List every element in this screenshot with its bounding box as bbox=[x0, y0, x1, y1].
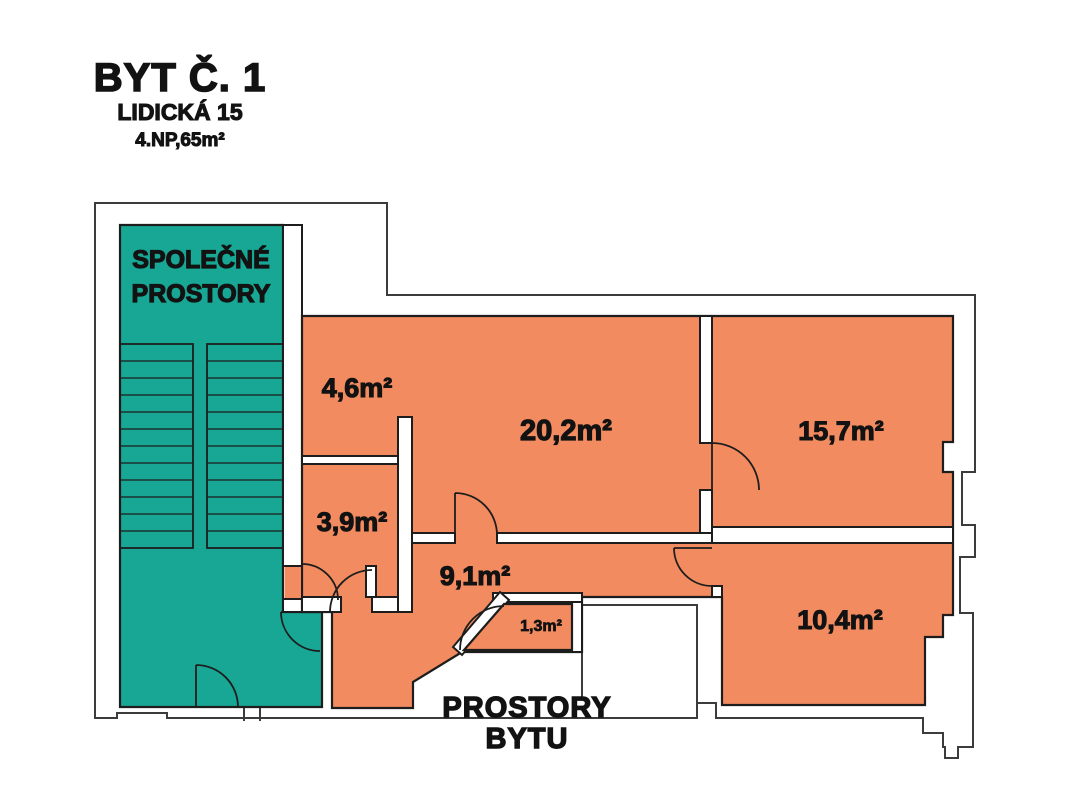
wall-13-top bbox=[492, 592, 583, 603]
wall-202-hall-right bbox=[496, 532, 713, 544]
room-label-202: 20,2m² bbox=[520, 415, 612, 447]
wall-157-104 bbox=[711, 526, 954, 544]
apartment-caption-line2: BYTU bbox=[486, 723, 569, 755]
building-outline-court bbox=[581, 604, 698, 703]
stair-treads bbox=[120, 360, 283, 532]
room-label-46: 4,6m² bbox=[322, 373, 393, 403]
entrance-opening-caps bbox=[283, 565, 302, 600]
wall-46-202 bbox=[397, 416, 413, 613]
wall-46-39 bbox=[301, 455, 399, 465]
room-label-157: 15,7m² bbox=[798, 416, 884, 446]
building-outline-stubs bbox=[243, 707, 261, 721]
door-common-vestibule bbox=[280, 611, 321, 652]
wall-13-right bbox=[571, 596, 583, 653]
door-202-157 bbox=[711, 442, 760, 491]
room-label-91: 9,1m² bbox=[440, 561, 511, 591]
door-hall-104 bbox=[673, 547, 713, 587]
wall-39-hall-left bbox=[301, 596, 342, 613]
room-label-13: 1,3m² bbox=[520, 618, 562, 635]
title-floor-area: 4.NP,65m² bbox=[135, 130, 224, 151]
apartment-caption-line1: PROSTORY bbox=[442, 692, 611, 724]
room-13-shape bbox=[461, 602, 574, 652]
building-outline-main bbox=[94, 202, 976, 759]
wall-202-157-lower bbox=[699, 489, 713, 534]
title-building: BYT Č. 1 bbox=[94, 54, 266, 100]
common-label-line2: PROSTORY bbox=[132, 280, 271, 308]
entrance-opening bbox=[284, 566, 301, 599]
room-label-104: 10,4m² bbox=[797, 605, 883, 635]
common-label-line1: SPOLEČNÉ bbox=[132, 244, 270, 274]
door-entrance bbox=[301, 563, 339, 601]
door-hall-13 bbox=[459, 605, 505, 651]
room-label-39: 3,9m² bbox=[317, 507, 388, 537]
interior-walls bbox=[301, 315, 954, 657]
wall-common-apartment bbox=[282, 224, 303, 613]
title-street: LIDICKÁ 15 bbox=[117, 98, 242, 125]
door-leaf-39 bbox=[365, 565, 377, 598]
door-common-bottom bbox=[195, 664, 239, 708]
wall-hall-104-stub bbox=[711, 585, 723, 598]
door-202-hall bbox=[454, 492, 498, 536]
apartment-shape bbox=[300, 314, 955, 710]
wall-202-hall-left bbox=[411, 532, 456, 544]
wall-202-157-upper bbox=[699, 315, 713, 444]
door-39-hall bbox=[329, 569, 373, 613]
door-arcs bbox=[195, 442, 760, 708]
wall-39-hall-right bbox=[371, 596, 399, 613]
